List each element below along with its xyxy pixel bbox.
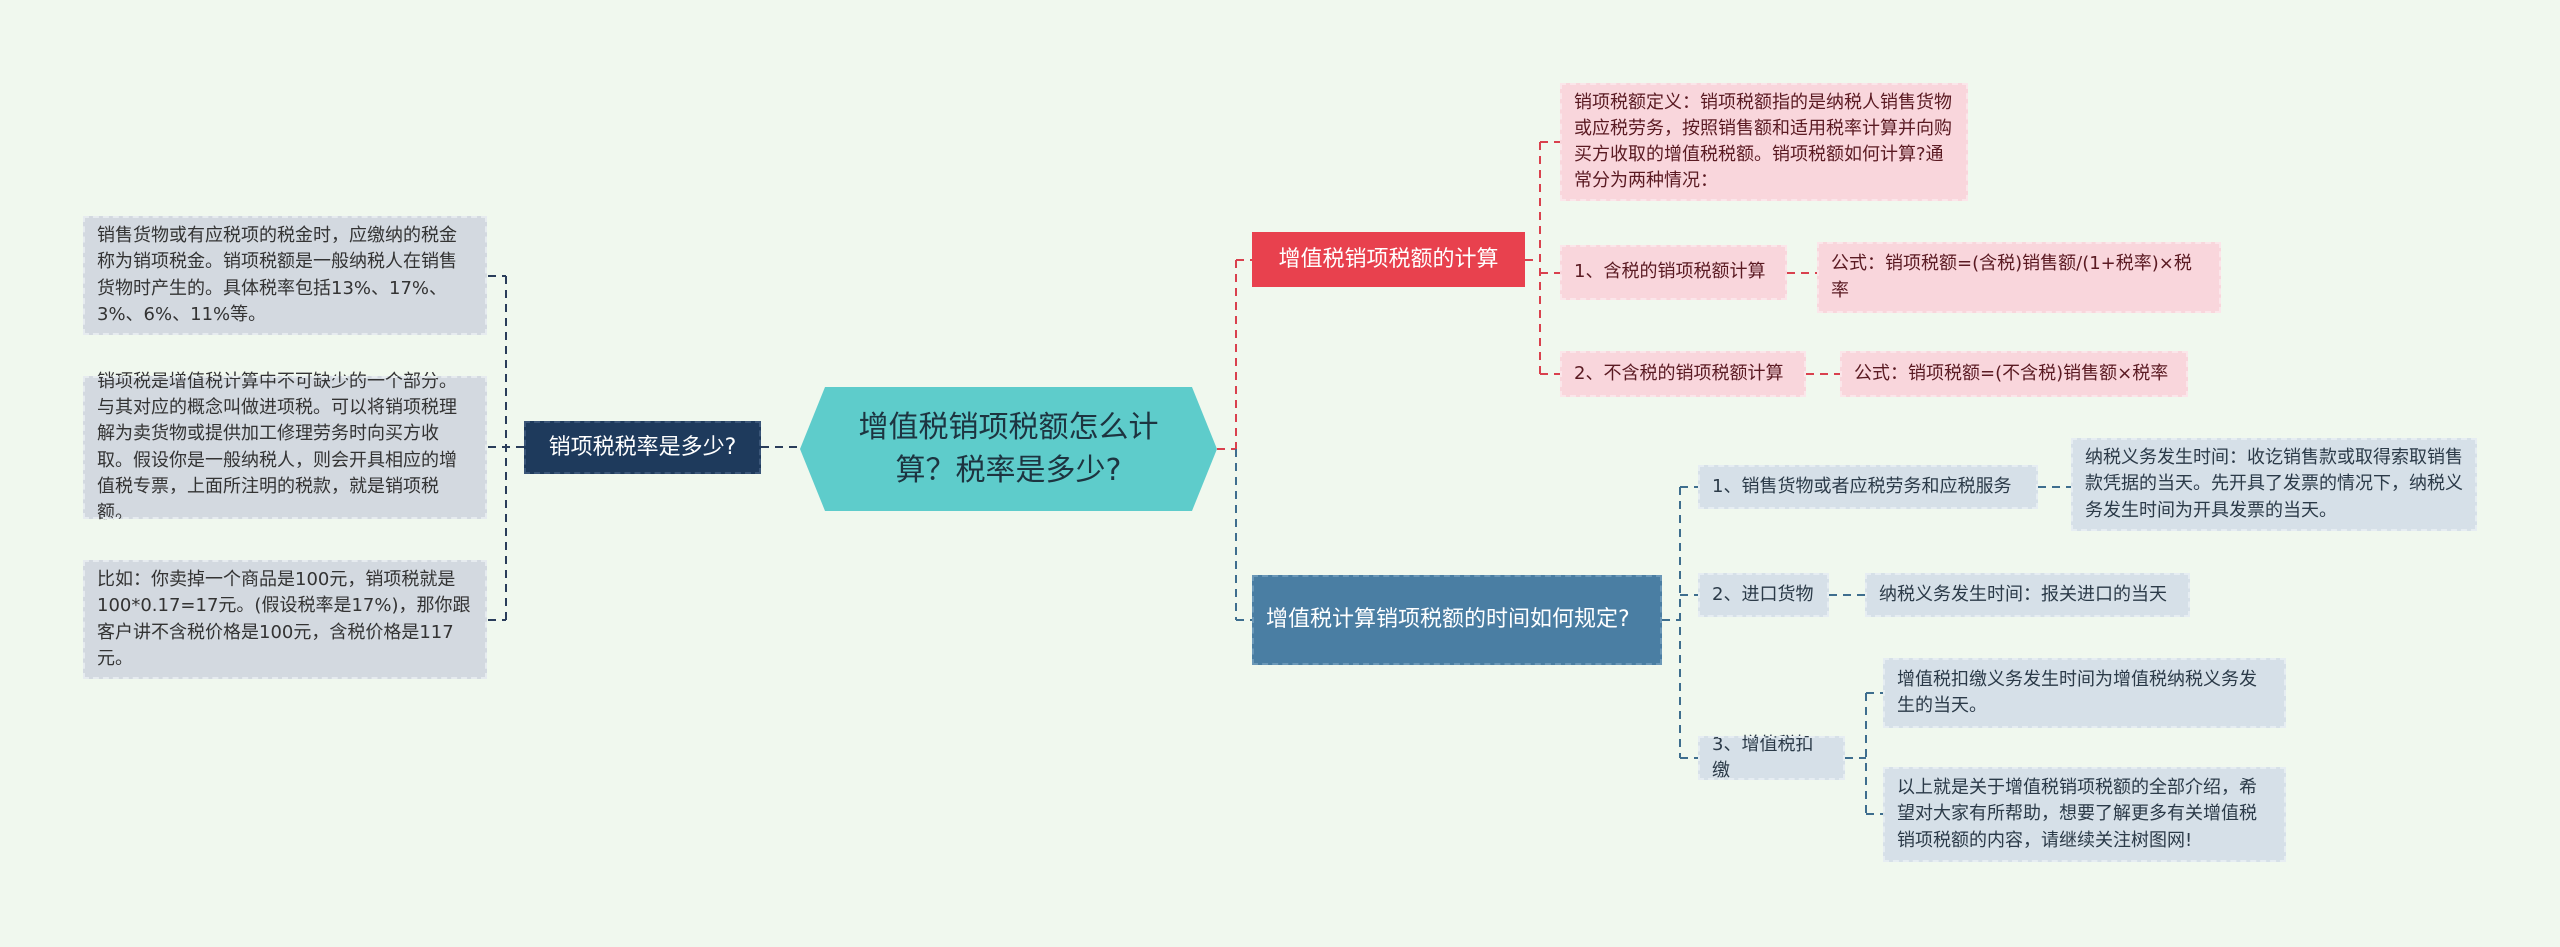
- note-text: 公式：销项税额=(含税)销售额/(1+税率)×税率: [1831, 253, 2192, 301]
- note-text: 销项税额定义：销项税额指的是纳税人销售货物或应税劳务，按照销售额和适用税率计算并…: [1574, 91, 1952, 192]
- timing-item-1[interactable]: 1、销售货物或者应税劳务和应税服务: [1698, 465, 2038, 509]
- note-text: 增值税扣缴义务发生时间为增值税纳税义务发生的当天。: [1897, 668, 2257, 716]
- note-text: 纳税义务发生时间：报关进口的当天: [1879, 583, 2167, 605]
- note-text: 3、增值税扣缴: [1712, 733, 1814, 781]
- left-topic[interactable]: 销项税税率是多少?: [524, 421, 761, 474]
- left-note-1[interactable]: 销售货物或有应税项的税金时，应缴纳的税金称为销项税金。销项税额是一般纳税人在销售…: [83, 216, 487, 335]
- timing-detail-3a[interactable]: 增值税扣缴义务发生时间为增值税纳税义务发生的当天。: [1883, 658, 2286, 728]
- note-text: 销项税是增值税计算中不可缺少的一个部分。与其对应的概念叫做进项税。可以将销项税理…: [97, 371, 457, 523]
- note-text: 2、不含税的销项税额计算: [1574, 362, 1784, 384]
- formula-2[interactable]: 公式：销项税额=(不含税)销售额×税率: [1840, 351, 2188, 397]
- topic-text: 增值税销项税额的计算: [1278, 246, 1499, 272]
- case-2[interactable]: 2、不含税的销项税额计算: [1560, 351, 1806, 397]
- left-topic-text: 销项税税率是多少?: [548, 434, 737, 460]
- note-text: 以上就是关于增值税销项税额的全部介绍，希望对大家有所帮助，想要了解更多有关增值税…: [1897, 777, 2257, 851]
- note-text: 2、进口货物: [1712, 583, 1814, 605]
- right-topic-timing[interactable]: 增值税计算销项税额的时间如何规定?: [1252, 575, 1662, 665]
- topic-text: 增值税计算销项税额的时间如何规定?: [1266, 607, 1630, 633]
- timing-detail-1[interactable]: 纳税义务发生时间：收讫销售款或取得索取销售款凭据的当天。先开具了发票的情况下，纳…: [2071, 438, 2477, 531]
- right-topic-calculation[interactable]: 增值税销项税额的计算: [1252, 232, 1525, 287]
- timing-item-2[interactable]: 2、进口货物: [1698, 573, 1829, 617]
- formula-1[interactable]: 公式：销项税额=(含税)销售额/(1+税率)×税率: [1817, 242, 2221, 313]
- note-text: 纳税义务发生时间：收讫销售款或取得索取销售款凭据的当天。先开具了发票的情况下，纳…: [2085, 447, 2463, 521]
- note-text: 销售货物或有应税项的税金时，应缴纳的税金称为销项税金。销项税额是一般纳税人在销售…: [97, 225, 457, 325]
- left-note-3[interactable]: 比如：你卖掉一个商品是100元，销项税就是100*0.17=17元。(假设税率是…: [83, 560, 487, 679]
- timing-detail-2[interactable]: 纳税义务发生时间：报关进口的当天: [1865, 573, 2190, 617]
- note-text: 公式：销项税额=(不含税)销售额×税率: [1854, 362, 2169, 384]
- note-text: 1、含税的销项税额计算: [1574, 261, 1766, 283]
- left-note-2[interactable]: 销项税是增值税计算中不可缺少的一个部分。与其对应的概念叫做进项税。可以将销项税理…: [83, 371, 487, 523]
- central-topic-text: 增值税销项税额怎么计算？税率是多少?: [858, 409, 1159, 489]
- case-1[interactable]: 1、含税的销项税额计算: [1560, 245, 1787, 300]
- central-topic[interactable]: 增值税销项税额怎么计算？税率是多少?: [800, 387, 1217, 511]
- note-text: 比如：你卖掉一个商品是100元，销项税就是100*0.17=17元。(假设税率是…: [97, 569, 471, 669]
- timing-detail-3b[interactable]: 以上就是关于增值税销项税额的全部介绍，希望对大家有所帮助，想要了解更多有关增值税…: [1883, 767, 2286, 862]
- timing-item-3[interactable]: 3、增值税扣缴: [1698, 734, 1845, 781]
- note-text: 1、销售货物或者应税劳务和应税服务: [1712, 475, 2012, 497]
- definition-note[interactable]: 销项税额定义：销项税额指的是纳税人销售货物或应税劳务，按照销售额和适用税率计算并…: [1560, 83, 1968, 201]
